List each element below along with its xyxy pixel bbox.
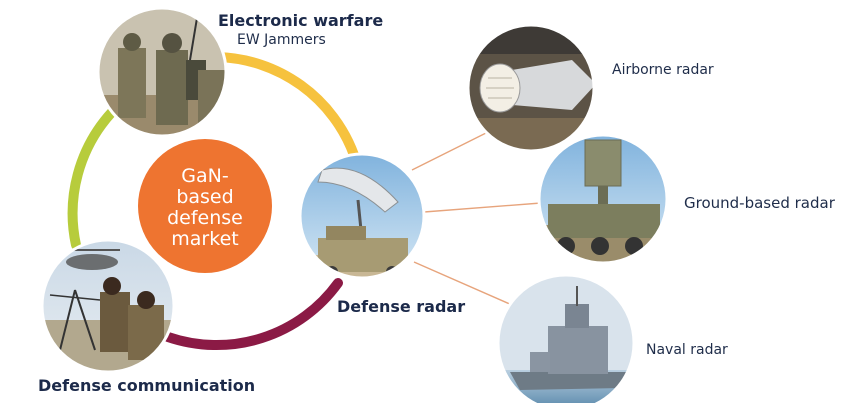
connector-ground xyxy=(423,202,542,213)
defense-radar-title: Defense radar xyxy=(337,297,466,316)
airborne-radar-label: Airborne radar xyxy=(612,62,714,78)
soldiers-with-jammer-photo xyxy=(96,6,228,138)
connector-airborne xyxy=(411,132,487,171)
ring-segment-defense-radar xyxy=(163,278,343,351)
center-market-circle xyxy=(138,139,272,273)
electronic-warfare-title: Electronic warfare xyxy=(218,11,384,30)
defense-communication-title: Defense communication xyxy=(38,376,256,395)
center-line-2: based xyxy=(176,186,234,208)
armored-vehicle-radar-photo xyxy=(537,133,669,265)
naval-radar-label: Naval radar xyxy=(646,342,728,358)
ring-segment-electronic-warfare xyxy=(213,52,359,160)
aircraft-nose-radar-photo xyxy=(466,23,596,153)
center-line-4: market xyxy=(171,228,239,250)
electronic-warfare-subtitle: EW Jammers xyxy=(237,32,326,48)
warship-photo xyxy=(496,273,636,403)
ring-segment-defense-communication xyxy=(67,107,117,250)
soldiers-with-antenna-photo xyxy=(40,238,176,374)
center-market-label: GaN- based defense market xyxy=(150,143,260,273)
radar-dish-photo xyxy=(298,152,426,280)
connector-naval xyxy=(413,261,513,306)
center-line-1: GaN- xyxy=(181,165,229,187)
center-line-3: defense xyxy=(167,207,243,229)
ground-based-radar-label: Ground-based radar xyxy=(684,194,835,212)
